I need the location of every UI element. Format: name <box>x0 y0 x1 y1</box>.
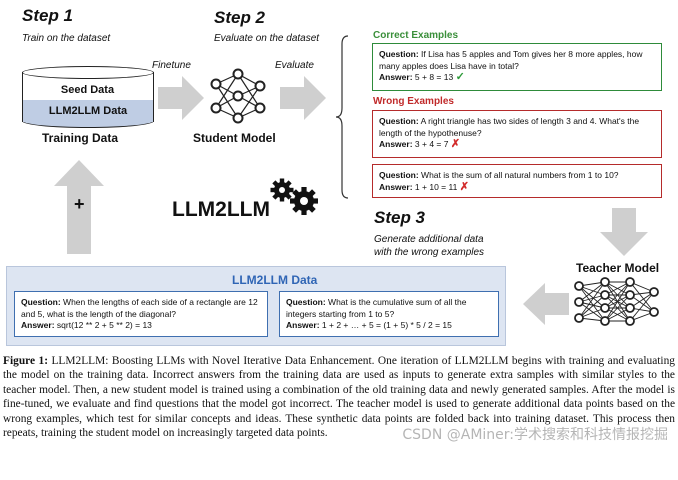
up-arrow-icon <box>54 160 104 254</box>
down-arrow-icon <box>600 208 648 256</box>
left-arrow-icon <box>523 283 569 325</box>
training-data-label: Training Data <box>42 131 119 145</box>
step1-title: Step 1 <box>22 6 74 25</box>
correct-example-box: Question: If Lisa has 5 apples and Tom g… <box>372 43 662 91</box>
correct-examples-heading: Correct Examples <box>373 30 459 41</box>
llm2llm-logo-text: LLM2LLM <box>172 198 270 221</box>
wrong-example-box-1: Question: A right triangle has two sides… <box>372 110 662 158</box>
plus-sign: + <box>74 194 85 214</box>
evaluate-arrow-icon <box>280 76 326 120</box>
check-icon: ✓ <box>455 71 465 83</box>
evaluate-label: Evaluate <box>275 60 314 71</box>
curly-brace-icon <box>335 35 349 199</box>
step3-title: Step 3 <box>374 208 426 227</box>
generated-example-box-2: Question: What is the cumulative sum of … <box>279 291 499 337</box>
finetune-arrow-icon <box>158 76 204 120</box>
step2-subtitle: Evaluate on the dataset <box>214 33 320 44</box>
step1-subtitle: Train on the dataset <box>22 33 111 44</box>
llm2llm-data-title: LLM2LLM Data <box>232 273 318 287</box>
generated-example-box-1: Question: When the lengths of each side … <box>14 291 268 337</box>
cross-icon: ✗ <box>459 180 469 193</box>
wrong-examples-heading: Wrong Examples <box>373 96 454 107</box>
watermark: CSDN @AMiner:学术搜索和科技情报挖掘 <box>402 427 668 443</box>
gears-icon <box>270 178 318 215</box>
step2-title: Step 2 <box>214 8 266 27</box>
wrong-example-box-2: Question: What is the sum of all natural… <box>372 164 662 198</box>
student-network-icon <box>210 68 266 124</box>
finetune-label: Finetune <box>152 60 191 71</box>
training-database-icon: Seed Data LLM2LLM Data <box>22 66 154 128</box>
step3-subtitle-line2: with the wrong examples <box>374 247 485 258</box>
llm2llm-data-layer: LLM2LLM Data <box>22 100 154 122</box>
cross-icon: ✗ <box>450 138 461 150</box>
teacher-network-icon <box>574 277 659 326</box>
step3-subtitle-line1: Generate additional data <box>374 234 484 245</box>
figure-caption: Figure 1: LLM2LLM: Boosting LLMs with No… <box>3 354 675 440</box>
teacher-model-label: Teacher Model <box>576 261 660 275</box>
caption-text: LLM2LLM: Boosting LLMs with Novel Iterat… <box>3 355 675 440</box>
llm2llm-data-panel: LLM2LLM Data Question: When the lengths … <box>6 266 506 346</box>
caption-label: Figure 1: <box>3 355 48 367</box>
seed-data-label: Seed Data <box>60 84 115 96</box>
student-model-label: Student Model <box>193 131 276 145</box>
